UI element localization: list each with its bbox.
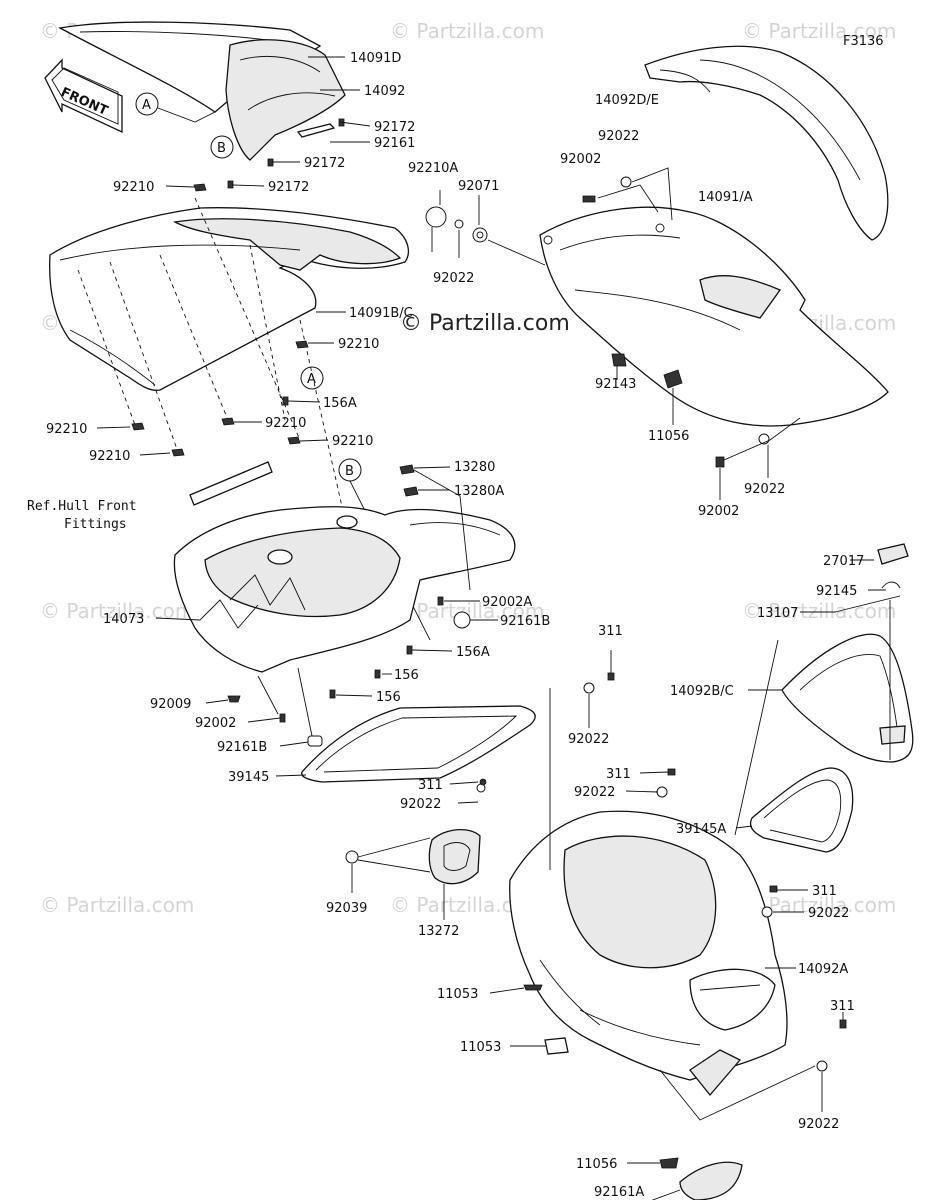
label-14091d: 14091D — [350, 51, 401, 66]
label-92210: 92210 — [113, 180, 154, 195]
label-92022: 92022 — [400, 797, 441, 812]
label-39145a: 39145A — [676, 822, 726, 837]
label-14073: 14073 — [103, 612, 144, 627]
label-92002a: 92002A — [482, 595, 532, 610]
label-92161b: 92161B — [217, 740, 267, 755]
label-27017: 27017 — [823, 554, 864, 569]
label-92210: 92210 — [46, 422, 87, 437]
leader-lines — [96, 56, 886, 1202]
callout-label: A — [142, 98, 151, 113]
note-ref-hull-line1: Ref.Hull Front — [27, 499, 137, 514]
label-92172: 92172 — [374, 120, 415, 135]
label-11053: 11053 — [460, 1040, 501, 1055]
label-92145: 92145 — [816, 584, 857, 599]
bolt-156a-top — [282, 396, 289, 406]
label-311: 311 — [830, 999, 855, 1014]
label-311: 311 — [606, 767, 631, 782]
label-92022: 92022 — [568, 732, 609, 747]
label-311: 311 — [598, 624, 623, 639]
part-14073-bin — [173, 461, 516, 673]
part-14092-cover — [225, 39, 346, 161]
label-156: 156 — [394, 668, 419, 683]
label-311: 311 — [418, 778, 443, 793]
label-11053: 11053 — [437, 987, 478, 1002]
label-92161a: 92161A — [594, 1185, 644, 1200]
label-13280a: 13280A — [454, 484, 504, 499]
label-92071: 92071 — [458, 179, 499, 194]
part-14092de-cover — [644, 45, 889, 241]
label-92022: 92022 — [433, 271, 474, 286]
dashed-fastener-lines — [77, 197, 346, 521]
part-13272-plate — [345, 778, 487, 885]
label-14091a: 14091/A — [698, 190, 753, 205]
label-92210: 92210 — [332, 434, 373, 449]
label-156a: 156A — [456, 645, 490, 660]
callout-a-top: A — [135, 92, 216, 123]
small-hardware-right — [425, 167, 801, 468]
callout-label: B — [217, 141, 226, 156]
label-156a: 156A — [323, 396, 357, 411]
part-14092a-storage — [509, 810, 788, 1097]
label-11056: 11056 — [576, 1157, 617, 1172]
callout-b-top: B — [210, 135, 234, 159]
front-arrow-icon: FRONT — [44, 58, 123, 134]
label-92210: 92210 — [265, 416, 306, 431]
callout-label: B — [345, 464, 354, 479]
label-11056: 11056 — [648, 429, 689, 444]
watermark: © Partzilla.com — [390, 19, 544, 43]
label-92022: 92022 — [598, 129, 639, 144]
label-92172: 92172 — [304, 156, 345, 171]
part-39145-seal — [301, 705, 536, 783]
label-92210a: 92210A — [408, 161, 458, 176]
front-storage-fasteners — [523, 672, 847, 1201]
label-92022: 92022 — [808, 906, 849, 921]
label-92210: 92210 — [338, 337, 379, 352]
label-14092: 14092 — [364, 84, 405, 99]
part-14092bc-cover — [781, 633, 914, 763]
label-92210: 92210 — [89, 449, 130, 464]
label-14092a: 14092A — [798, 962, 848, 977]
part-14091bc-deck — [49, 207, 409, 391]
part-14091a-panel — [539, 206, 889, 427]
label-92172: 92172 — [268, 180, 309, 195]
note-ref-hull-line2: Fittings — [64, 517, 127, 532]
nuts-92210 — [131, 183, 309, 457]
label-39145: 39145 — [228, 770, 269, 785]
watermark: © Partzilla.com — [40, 893, 194, 917]
label-156: 156 — [376, 690, 401, 705]
label-92143: 92143 — [595, 377, 636, 392]
label-92022: 92022 — [798, 1117, 839, 1132]
label-14092de: 14092D/E — [595, 93, 659, 108]
callout-a-mid: A — [300, 366, 324, 390]
callout-label: A — [307, 372, 316, 387]
label-14091bc: 14091B/C — [349, 306, 413, 321]
label-311: 311 — [812, 884, 837, 899]
part-27017-13107 — [734, 543, 909, 836]
label-92002: 92002 — [560, 152, 601, 167]
watermark: © Partzilla.com — [742, 19, 896, 43]
part-labels: 14091D 14092 92172 92161 92172 92172 922… — [27, 51, 864, 1200]
label-92009: 92009 — [150, 697, 191, 712]
diagram-code: F3136 — [843, 34, 884, 49]
label-92039: 92039 — [326, 901, 367, 916]
label-92161: 92161 — [374, 136, 415, 151]
label-92002: 92002 — [195, 716, 236, 731]
label-14092bc: 14092B/C — [670, 684, 734, 699]
label-92002: 92002 — [698, 504, 739, 519]
center-watermark: © Partzilla.com — [400, 311, 570, 336]
label-13107: 13107 — [757, 606, 798, 621]
label-13280: 13280 — [454, 460, 495, 475]
label-92022: 92022 — [744, 482, 785, 497]
label-92161b: 92161B — [500, 614, 550, 629]
label-92022: 92022 — [574, 785, 615, 800]
part-39145a-seal — [749, 767, 854, 853]
label-13272: 13272 — [418, 924, 459, 939]
